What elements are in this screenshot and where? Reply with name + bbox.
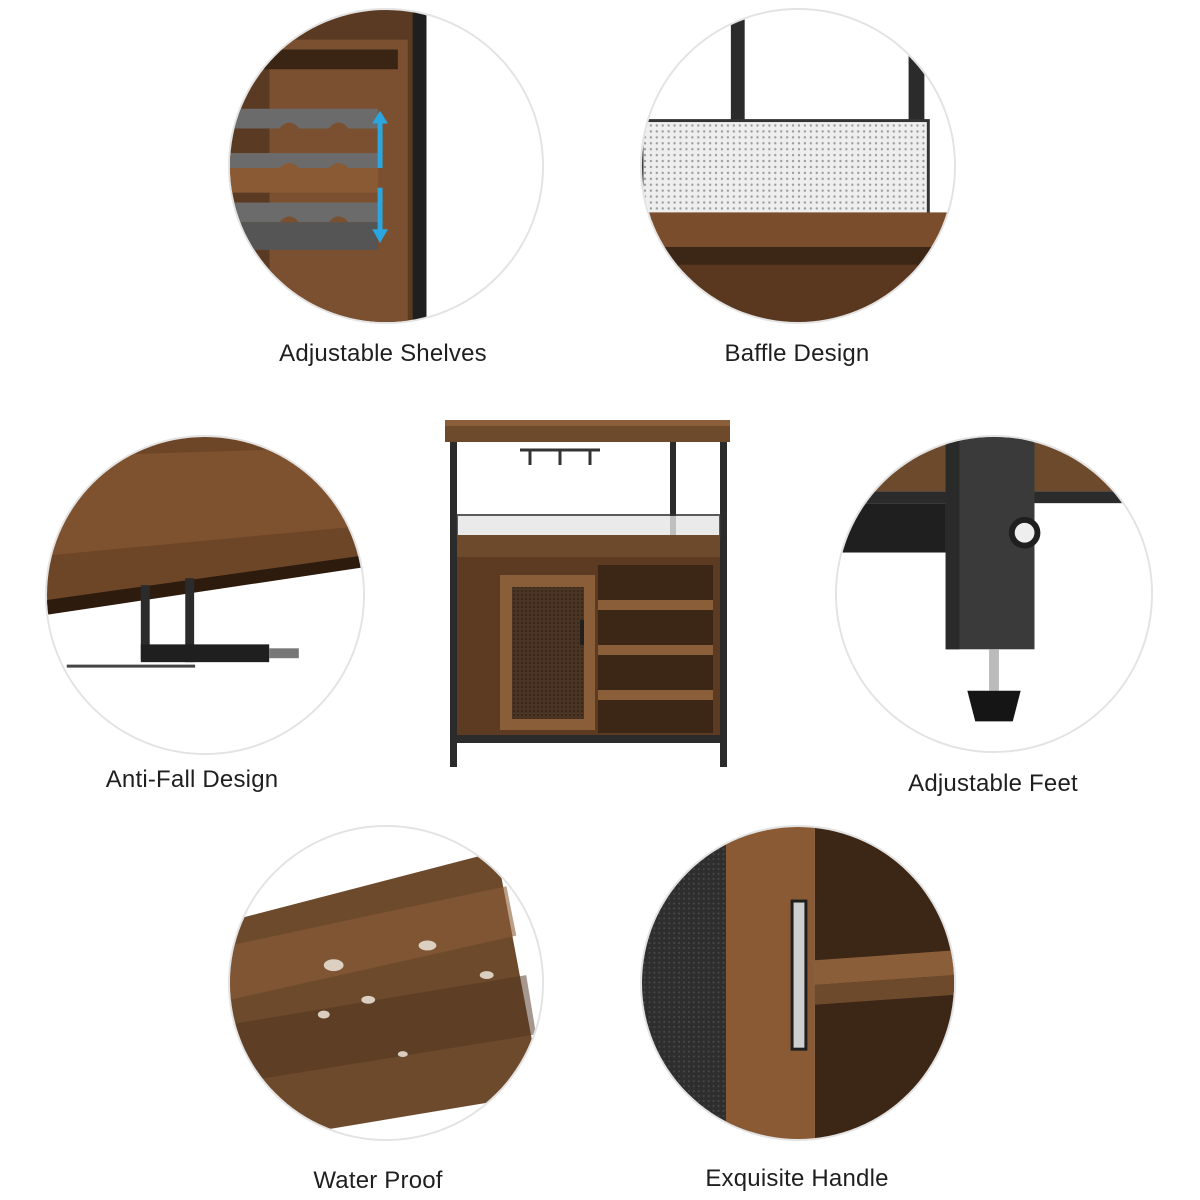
water-proof-detail-image bbox=[228, 825, 544, 1141]
wine-cabinet-product-image bbox=[440, 405, 740, 780]
baffle-design-label: Baffle Design bbox=[724, 340, 870, 367]
baffle-design-illustration bbox=[642, 10, 954, 322]
water-proof-illustration bbox=[230, 827, 542, 1139]
anti-fall-design-label: Anti-Fall Design bbox=[105, 766, 279, 793]
wine-cabinet-icon bbox=[445, 420, 730, 767]
adjustable-shelves-label: Adjustable Shelves bbox=[279, 340, 487, 367]
adjustable-feet-label: Adjustable Feet bbox=[908, 770, 1078, 797]
baffle-design-detail-image bbox=[640, 8, 956, 324]
anti-fall-design-illustration bbox=[47, 437, 363, 753]
adjustable-shelves-illustration bbox=[230, 10, 542, 322]
adjustable-feet-detail-image bbox=[835, 435, 1153, 753]
anti-fall-design-detail-image bbox=[45, 435, 365, 755]
exquisite-handle-label: Exquisite Handle bbox=[705, 1165, 889, 1192]
exquisite-handle-illustration bbox=[642, 827, 954, 1139]
adjustable-shelves-detail-image bbox=[228, 8, 544, 324]
water-proof-label: Water Proof bbox=[313, 1167, 443, 1194]
adjustable-feet-illustration bbox=[837, 437, 1151, 751]
exquisite-handle-detail-image bbox=[640, 825, 956, 1141]
